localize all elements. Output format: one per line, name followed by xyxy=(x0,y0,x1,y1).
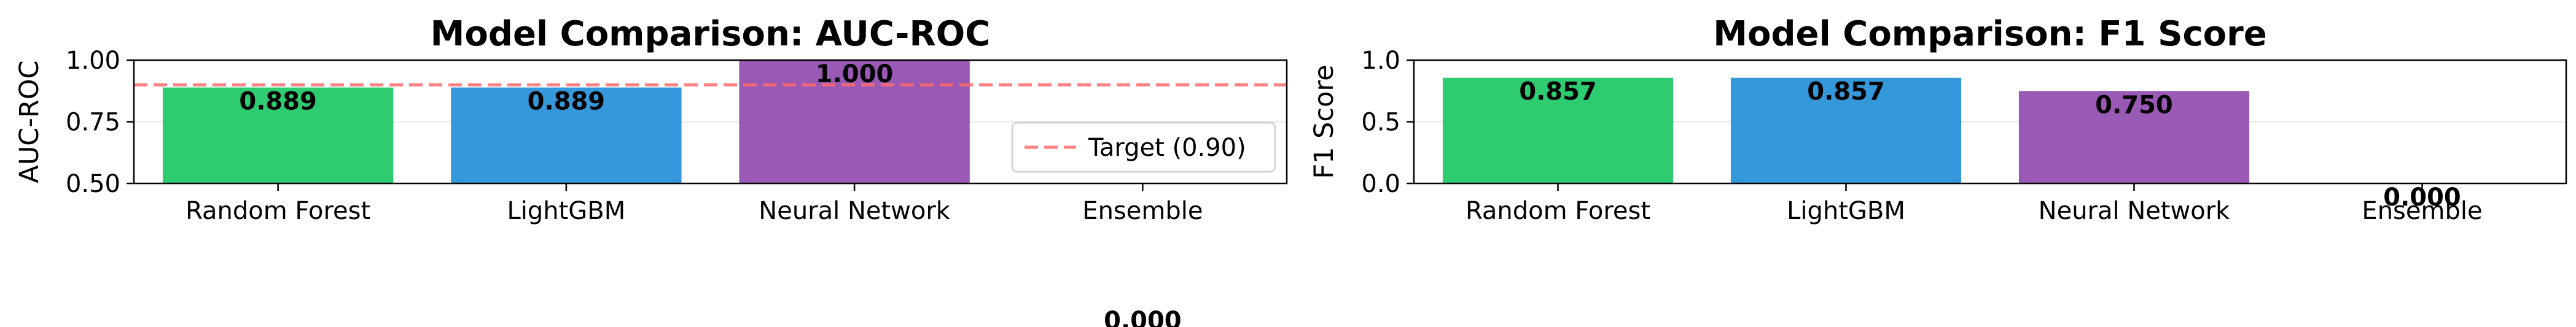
bar xyxy=(162,87,394,183)
bar xyxy=(1730,77,1962,183)
data-label: 0.750 xyxy=(2095,91,2173,119)
y-tick-label: 1.0 xyxy=(1361,47,1400,75)
y-axis-label: F1 Score xyxy=(1309,64,1340,179)
x-tick-label: Neural Network xyxy=(759,197,951,225)
y-tick-label: 0.5 xyxy=(1361,109,1400,137)
y-axis-label: AUC-ROC xyxy=(14,60,45,183)
bars xyxy=(1442,77,2250,183)
bar xyxy=(451,87,682,183)
legend-label: Target (0.90) xyxy=(1088,134,1246,162)
data-label: 0.857 xyxy=(1807,78,1885,106)
y-tick-label: 0.0 xyxy=(1361,170,1400,198)
data-label: 0.000 xyxy=(1104,307,1182,327)
y-tick-label: 0.75 xyxy=(66,109,120,137)
x-tick-label: LightGBM xyxy=(507,197,625,225)
bar xyxy=(1442,77,1674,183)
x-tick-label: Ensemble xyxy=(1082,197,1203,225)
bar xyxy=(2018,91,2250,183)
legend: Target (0.90) xyxy=(1011,121,1276,173)
data-label: 1.000 xyxy=(816,60,894,88)
bar xyxy=(739,60,970,183)
x-tick-label: LightGBM xyxy=(1787,197,1905,225)
y-tick-label: 0.50 xyxy=(66,170,120,198)
legend-box xyxy=(1011,121,1276,173)
data-label: 0.889 xyxy=(528,88,606,116)
bars xyxy=(162,60,970,183)
data-label: 0.857 xyxy=(1519,78,1597,106)
chart-title: Model Comparison: F1 Score xyxy=(1713,14,2266,54)
x-tick-label: Neural Network xyxy=(2039,197,2231,225)
x-tick-label: Random Forest xyxy=(1466,197,1650,225)
x-tick-label: Ensemble xyxy=(2362,197,2482,225)
x-tick-label: Random Forest xyxy=(185,197,370,225)
data-label: 0.889 xyxy=(239,88,317,116)
data-label: 0.000 xyxy=(2383,183,2461,212)
chart-title: Model Comparison: AUC-ROC xyxy=(431,14,991,54)
y-tick-label: 1.00 xyxy=(66,47,120,75)
